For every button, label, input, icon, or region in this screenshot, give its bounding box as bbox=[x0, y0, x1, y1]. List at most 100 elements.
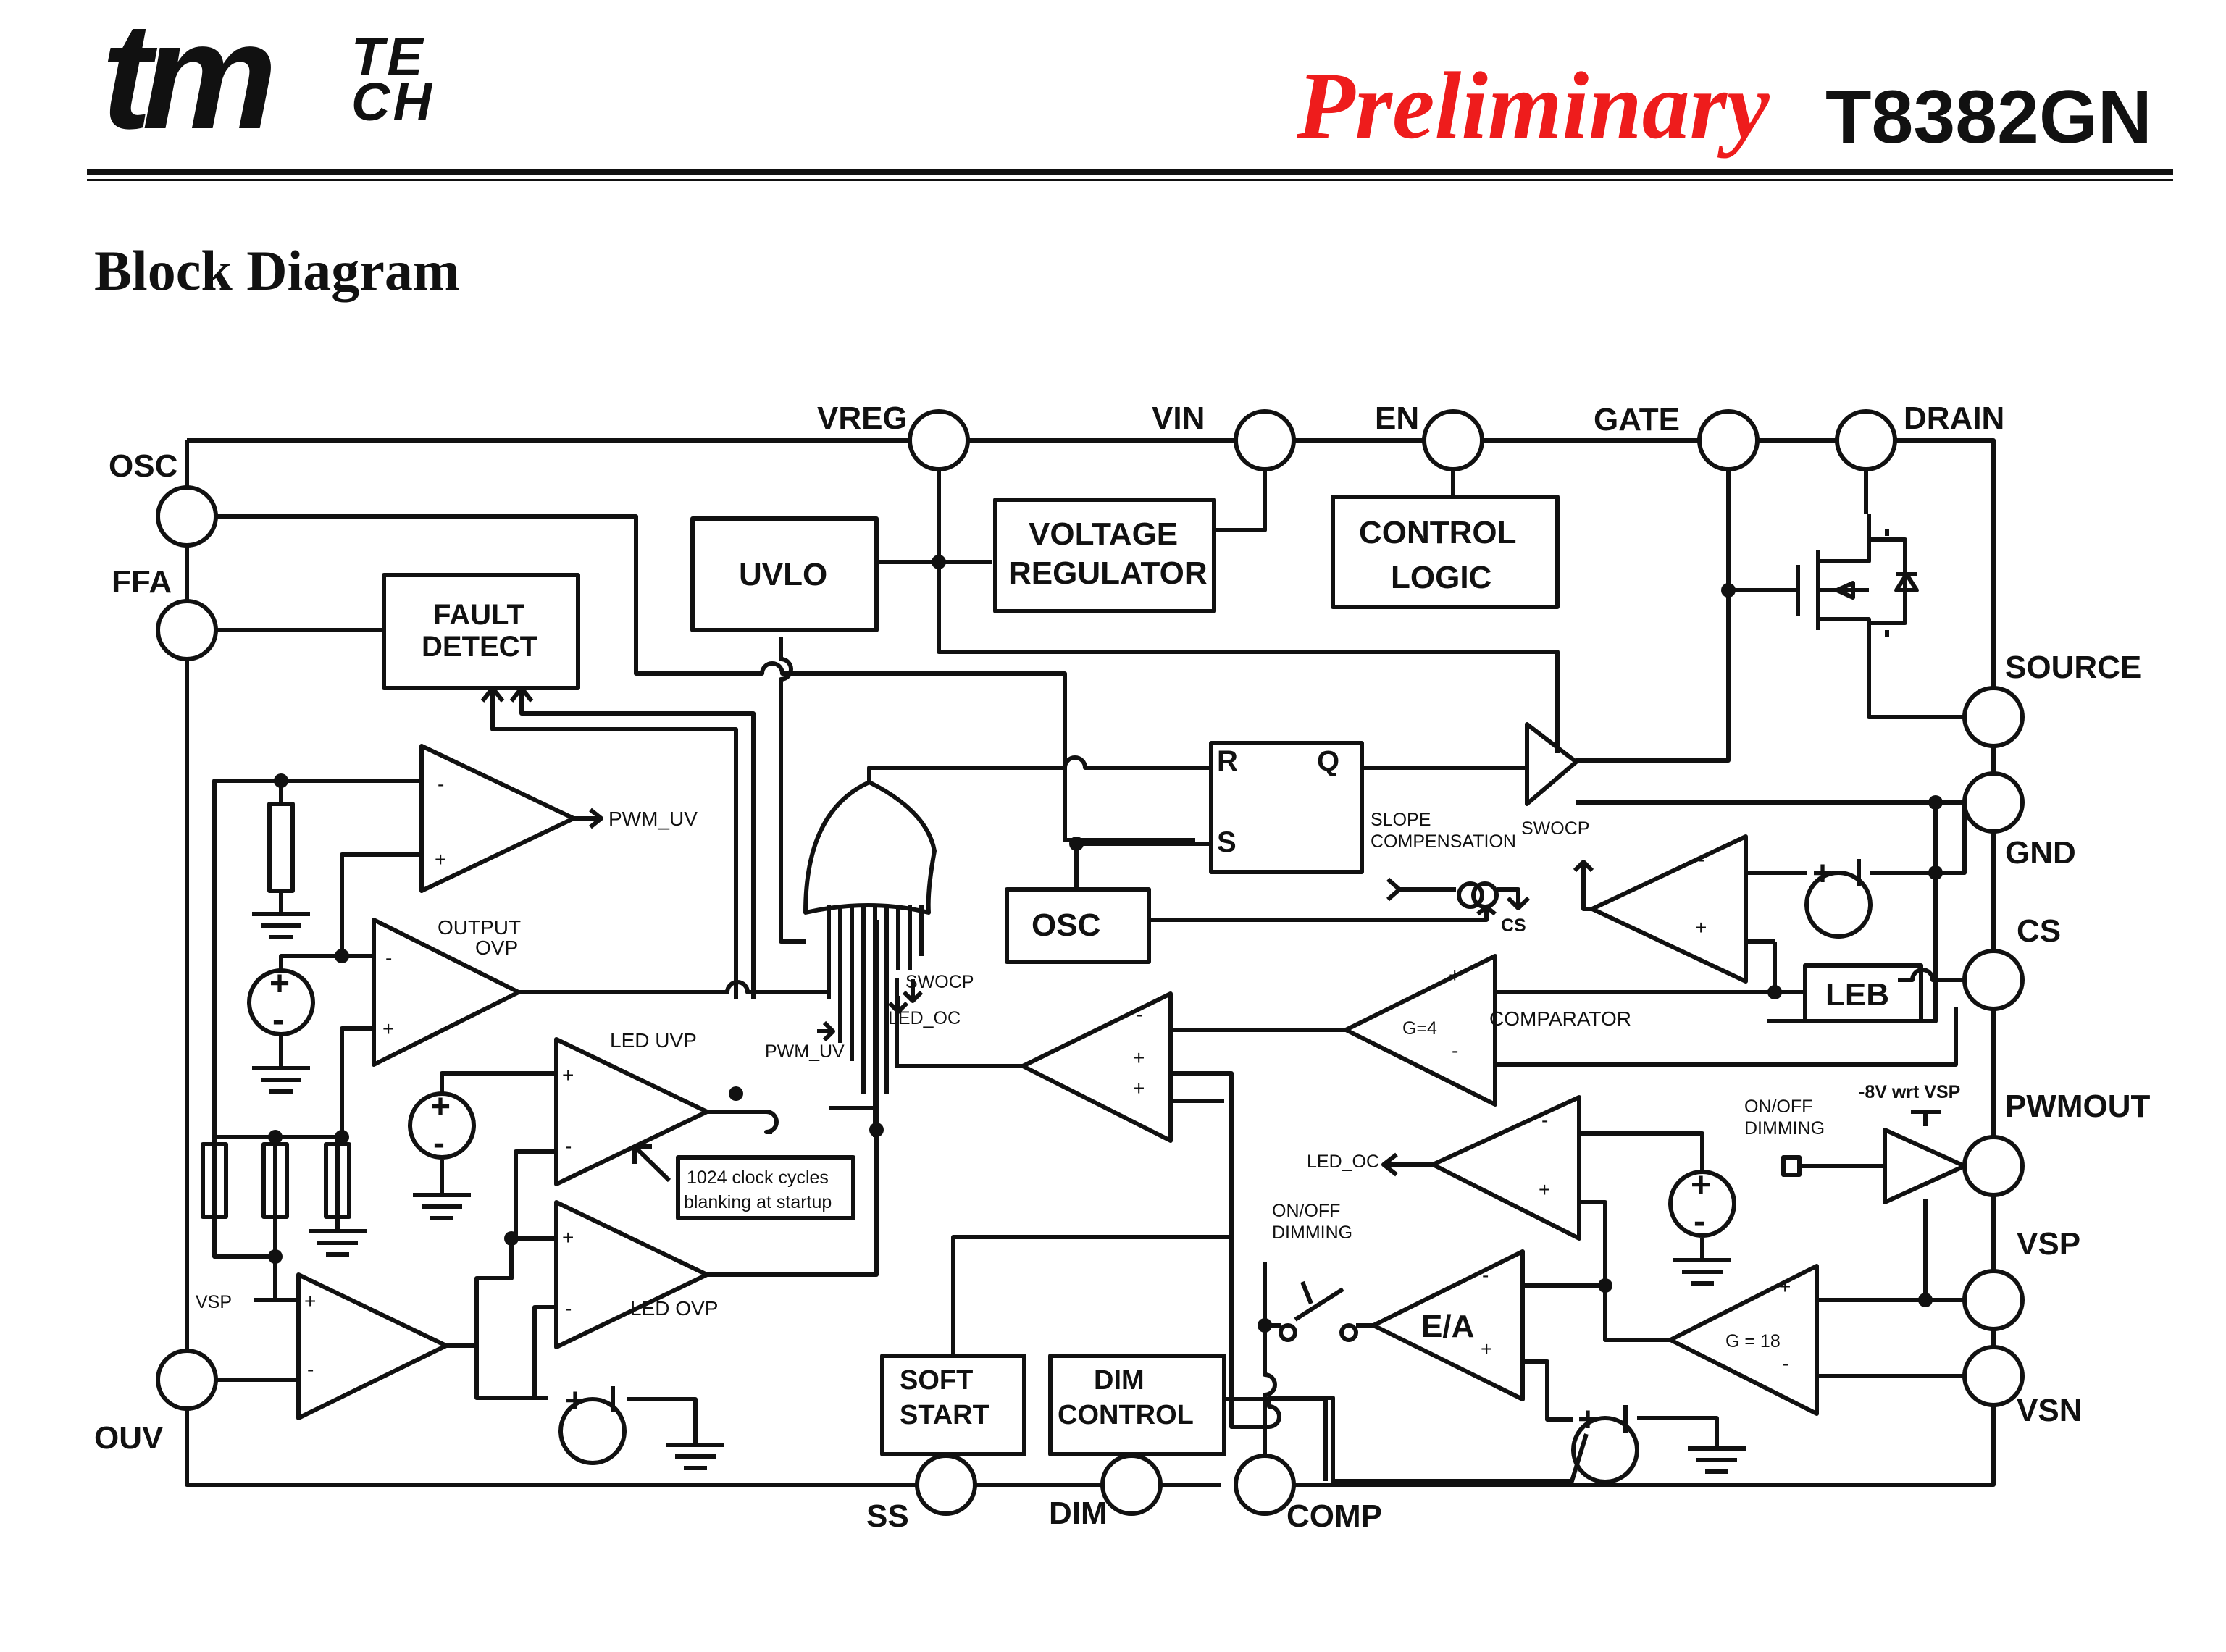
current-source-1 bbox=[558, 1397, 724, 1470]
control-logic-box bbox=[1331, 495, 1560, 609]
fault-detect-label-1: FAULT bbox=[433, 599, 524, 631]
led-uvp-label: LED UVP bbox=[610, 1029, 697, 1052]
resistor-top bbox=[267, 802, 295, 893]
label-vsn: VSN bbox=[2017, 1393, 2082, 1428]
sign: - bbox=[1136, 1003, 1142, 1026]
pwm-uv-comparator bbox=[419, 744, 576, 893]
onoff-dimming-1: ON/OFF bbox=[1272, 1201, 1340, 1221]
wire-ouv-out bbox=[446, 1278, 479, 1348]
latch-s: S bbox=[1217, 826, 1237, 858]
sign: + bbox=[562, 1226, 574, 1249]
dim-control-label-1: DIM bbox=[1094, 1365, 1145, 1396]
voltage-regulator-box bbox=[993, 498, 1216, 613]
logo-sub: TE CH bbox=[351, 30, 435, 129]
dimming-input bbox=[1781, 1155, 1885, 1177]
wire-swocp-out bbox=[1573, 860, 1594, 911]
sign: + bbox=[1691, 1166, 1711, 1204]
wire-neg8v bbox=[1911, 1110, 1941, 1126]
pin-cs bbox=[1962, 949, 2025, 1011]
wire-soft-start bbox=[951, 1235, 1231, 1356]
control-logic-label-2: LOGIC bbox=[1391, 560, 1491, 595]
voltage-source-3 bbox=[1668, 1170, 1736, 1286]
osc-block bbox=[1005, 887, 1151, 964]
fault-arrow-1 bbox=[490, 688, 738, 999]
wire-osc bbox=[216, 514, 1195, 842]
wire-comp bbox=[1263, 1323, 1281, 1456]
current-source-3 bbox=[1571, 1416, 1746, 1484]
blanking-box bbox=[676, 1155, 855, 1220]
pwm-dimming-1: ON/OFF bbox=[1744, 1097, 1812, 1117]
sign: - bbox=[1482, 1264, 1489, 1286]
or-gate bbox=[803, 780, 937, 915]
sign: - bbox=[1782, 1352, 1788, 1375]
label-cs: CS bbox=[2017, 913, 2061, 949]
resistor-ladder bbox=[201, 1135, 367, 1259]
sign: + bbox=[1812, 855, 1833, 893]
label-vreg: VREG bbox=[817, 401, 908, 436]
gate-driver bbox=[1525, 722, 1578, 806]
logo-sub-line-2: CH bbox=[351, 72, 435, 132]
center-comparator bbox=[1021, 991, 1173, 1143]
swocp-or-label: SWOCP bbox=[905, 972, 974, 992]
sign: + bbox=[1695, 916, 1707, 939]
current-bars bbox=[611, 859, 1861, 1433]
pin-drain bbox=[1835, 409, 1897, 471]
wire-ovp-minus bbox=[279, 954, 374, 970]
uvlo-label: UVLO bbox=[739, 557, 827, 592]
header-rule-thin bbox=[87, 179, 2173, 181]
led-oc-label: LED_OC bbox=[1307, 1152, 1379, 1172]
wire-center-out bbox=[895, 978, 1023, 1068]
leb-label: LEB bbox=[1825, 977, 1889, 1012]
soft-start-label-2: START bbox=[900, 1400, 989, 1430]
onoff-dimming-2: DIMMING bbox=[1272, 1223, 1352, 1243]
wire-ovp-minus2 bbox=[532, 1305, 556, 1398]
wire-ledoc-plus bbox=[1579, 1200, 1607, 1333]
wire-dim-ctrl bbox=[1224, 1397, 1328, 1481]
wire-swocp-arrow bbox=[902, 979, 924, 1003]
latch-q: Q bbox=[1317, 745, 1339, 777]
cs-small-label: CS bbox=[1501, 915, 1526, 936]
pwm-dimming-2: DIMMING bbox=[1744, 1118, 1825, 1139]
pin-vreg bbox=[908, 409, 970, 471]
pwmout-driver bbox=[1883, 1128, 1967, 1204]
output-ovp-label-2: OVP bbox=[475, 936, 518, 959]
sign: + bbox=[1779, 1275, 1791, 1298]
pin-ouv bbox=[156, 1349, 218, 1411]
dim-control-label-2: CONTROL bbox=[1058, 1400, 1194, 1430]
wire-uvp-plus bbox=[440, 1071, 556, 1094]
sign: + bbox=[1539, 1178, 1550, 1201]
vreg-label-1: VOLTAGE bbox=[1029, 516, 1178, 552]
wire-uvp-out bbox=[707, 1110, 779, 1134]
pin-ss bbox=[915, 1454, 977, 1516]
wire-pwm-uv-plus bbox=[340, 852, 422, 956]
section-title: Block Diagram bbox=[94, 239, 460, 302]
label-pwmout: PWMOUT bbox=[2005, 1089, 2151, 1124]
swocp-comparator bbox=[1590, 834, 1748, 984]
sign: + bbox=[1133, 1047, 1145, 1069]
pin-pwmout bbox=[1962, 1135, 2025, 1197]
sign: - bbox=[565, 1135, 572, 1157]
sign: - bbox=[385, 947, 392, 969]
sign: + bbox=[430, 1088, 451, 1126]
comparator-signs: - + - + + - + - + - - + + + - - + - + + … bbox=[304, 773, 1791, 1380]
pin-vsp bbox=[1962, 1269, 2025, 1331]
header-rule-thick bbox=[87, 169, 2173, 175]
wire-vin bbox=[1214, 469, 1267, 532]
slope-comp bbox=[1149, 877, 1531, 922]
label-ouv: OUV bbox=[94, 1420, 164, 1456]
sign: + bbox=[1481, 1338, 1492, 1360]
label-vsp: VSP bbox=[2017, 1226, 2080, 1262]
current-source-2 bbox=[1804, 802, 1967, 939]
sign: - bbox=[307, 1358, 314, 1380]
g4-amplifier bbox=[1344, 954, 1497, 1107]
sign: - bbox=[1452, 1039, 1458, 1062]
vreg-label-2: REGULATOR bbox=[1008, 555, 1208, 591]
pin-ffa bbox=[156, 599, 218, 661]
latch-r: R bbox=[1217, 745, 1238, 777]
leb-box bbox=[1803, 963, 1923, 1023]
fault-detect-box bbox=[382, 573, 580, 690]
logo-main: tm bbox=[101, 0, 277, 161]
label-ss: SS bbox=[866, 1498, 909, 1534]
sign: - bbox=[1698, 848, 1704, 871]
pin-gnd bbox=[1962, 771, 2025, 834]
